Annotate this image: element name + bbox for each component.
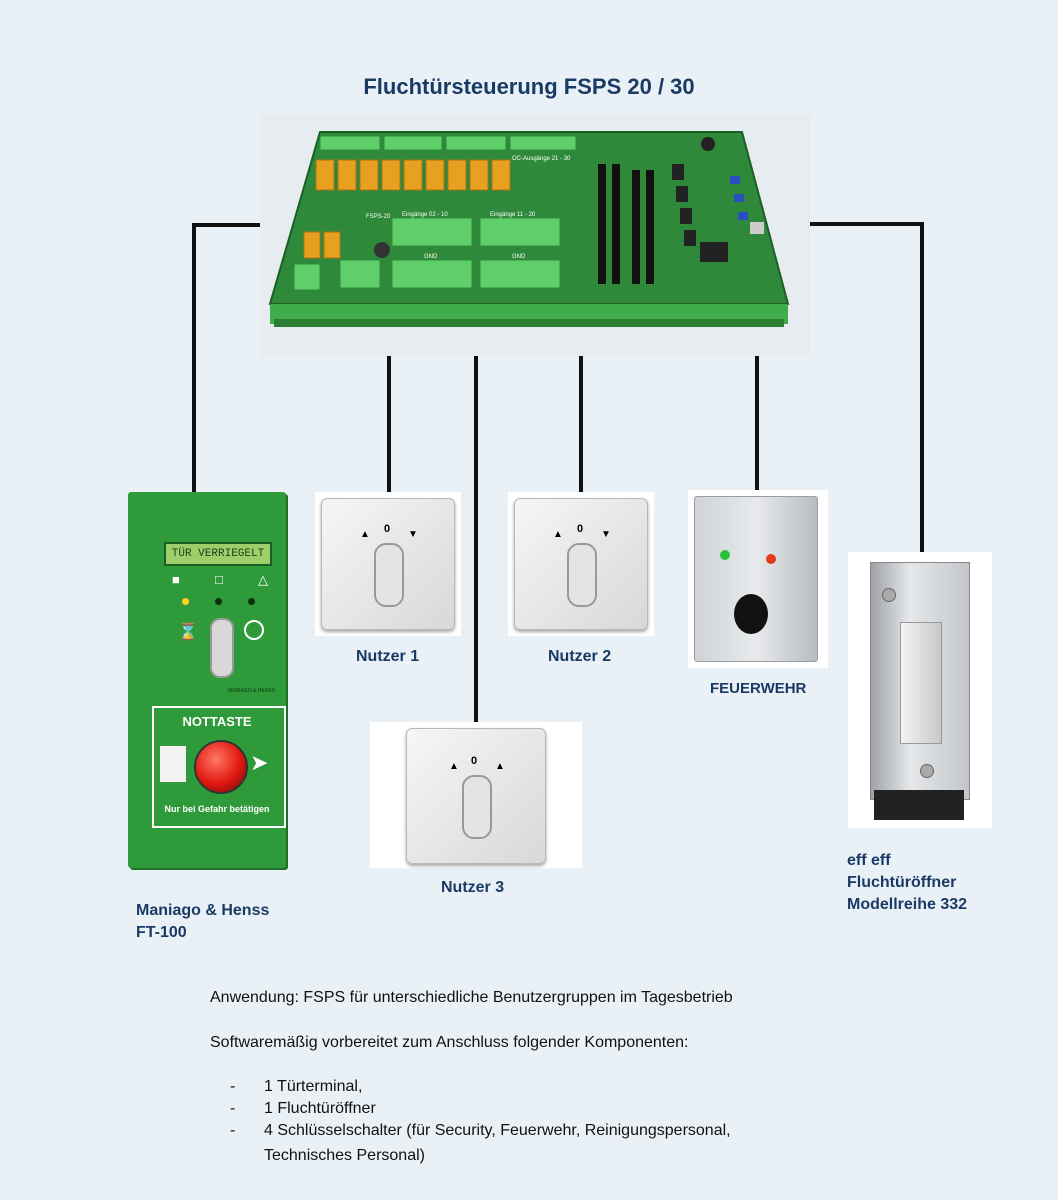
switch-1-zero: 0	[384, 523, 391, 535]
list-item: 1 Fluchtüröffner	[230, 1098, 731, 1120]
door-opener-base	[874, 790, 964, 820]
led-dark-1	[215, 598, 222, 605]
pcb-label-gnd-a: GND	[424, 254, 438, 260]
feuerwehr-box-photo	[688, 490, 828, 668]
wire-feuerwehr	[755, 354, 759, 490]
alarm-icon: △	[258, 572, 268, 587]
unlock-icon: □	[215, 572, 223, 587]
arrow-right-icon: ▲	[495, 761, 505, 772]
nutzer-2-label: Nutzer 2	[548, 648, 612, 665]
diagram-title: Fluchtürsteuerung FSPS 20 / 30	[363, 74, 695, 99]
prepared-text: Softwaremäßig vorbereitet zum Anschluss …	[210, 1034, 689, 1051]
hourglass-icon: ⌛	[178, 624, 198, 641]
led-dark-2	[248, 598, 255, 605]
pcb-label-gnd-b: GND	[512, 254, 526, 260]
usage-text: Anwendung: FSPS für unterschiedliche Ben…	[210, 989, 733, 1006]
running-man-icon: ➤	[250, 750, 269, 775]
key-switch-3[interactable]: ▲ 0 ▲	[406, 728, 546, 864]
door-opener-label-line3: Modellreihe 332	[847, 896, 968, 913]
key-cylinder-icon	[567, 543, 597, 607]
nottaste-label: NOTTASTE	[182, 714, 252, 729]
controller-board-image: OC-Ausgänge 21 - 30 Eingänge 02 - 10 Ein…	[268, 131, 790, 327]
screw-top-icon	[882, 588, 896, 602]
nottaste-warning: Nur bei Gefahr betätigen	[164, 804, 270, 814]
controller-board-photo: OC-Ausgänge 21 - 30 Eingänge 02 - 10 Ein…	[260, 114, 810, 356]
emergency-button[interactable]	[194, 740, 248, 794]
wire-nutzer-1	[387, 354, 391, 494]
list-item-continuation: Technisches Personal)	[264, 1147, 425, 1164]
pcb-label-inputs-a: Eingänge 02 - 10	[402, 212, 448, 218]
clock-icon	[244, 620, 264, 640]
nottaste-white-field	[160, 746, 186, 782]
wire-nutzer-3	[474, 354, 478, 724]
switch-3-zero: 0	[471, 755, 478, 767]
lock-icon: ■	[172, 572, 180, 587]
list-item: 1 Türterminal,	[230, 1076, 731, 1098]
pcb-label-oc: OC-Ausgänge 21 - 30	[512, 156, 571, 162]
door-opener-label: eff eff Fluchtüröffner Modellreihe 332	[847, 850, 967, 916]
door-opener-label-line1: eff eff	[847, 852, 891, 869]
component-list: 1 Türterminal, 1 Fluchtüröffner 4 Schlüs…	[230, 1076, 731, 1142]
screw-bottom-icon	[920, 764, 934, 778]
nutzer-3-label: Nutzer 3	[441, 879, 505, 896]
arrow-right-icon: ▼	[408, 529, 418, 540]
led-yellow	[182, 598, 189, 605]
arrow-left-icon: ▲	[360, 529, 370, 540]
nutzer-1-label: Nutzer 1	[356, 648, 420, 665]
arrow-left-icon: ▲	[449, 761, 459, 772]
door-opener-label-line2: Fluchtüröffner	[847, 874, 957, 891]
key-cylinder-icon	[374, 543, 404, 607]
terminal-brand: MANIAGO & HENSS	[228, 688, 275, 694]
key-cylinder-icon	[462, 775, 492, 839]
switch-2-zero: 0	[577, 523, 584, 535]
terminal-label-line1: Maniago & Henss	[136, 902, 270, 919]
pcb-label-inputs-b: Eingänge 11 - 20	[490, 212, 536, 218]
feuerwehr-label: FEUERWEHR	[710, 680, 807, 697]
wire-nutzer-2	[579, 354, 583, 494]
feuerwehr-box[interactable]	[694, 496, 818, 662]
terminal-label-line2: FT-100	[136, 924, 187, 941]
door-opener-photo	[848, 552, 992, 828]
key-switch-1[interactable]: ▲ 0 ▼	[321, 498, 455, 630]
key-switch-1-photo: ▲ 0 ▼	[315, 492, 461, 636]
key-switch-2[interactable]: ▲ 0 ▼	[514, 498, 648, 630]
feuerwehr-key-cylinder[interactable]	[734, 594, 768, 634]
key-cylinder[interactable]	[210, 618, 234, 678]
door-terminal: TÜR VERRIEGELT ■ □ △ ⌛ MANIAGO & HENSS N…	[128, 492, 290, 870]
terminal-label: Maniago & Henss FT-100	[136, 900, 269, 944]
led-red	[766, 554, 776, 564]
led-green	[720, 550, 730, 560]
arrow-left-icon: ▲	[553, 529, 563, 540]
list-item: 4 Schlüsselschalter (für Security, Feuer…	[230, 1120, 731, 1142]
arrow-right-icon: ▼	[601, 529, 611, 540]
terminal-status-icons: ■ □ △	[172, 572, 268, 587]
key-switch-2-photo: ▲ 0 ▼	[508, 492, 654, 636]
pcb-label-model: FSPS-20	[366, 214, 391, 220]
terminal-display: TÜR VERRIEGELT	[164, 542, 272, 566]
door-opener-latch	[900, 622, 942, 744]
key-switch-3-photo: ▲ 0 ▲	[370, 722, 582, 868]
